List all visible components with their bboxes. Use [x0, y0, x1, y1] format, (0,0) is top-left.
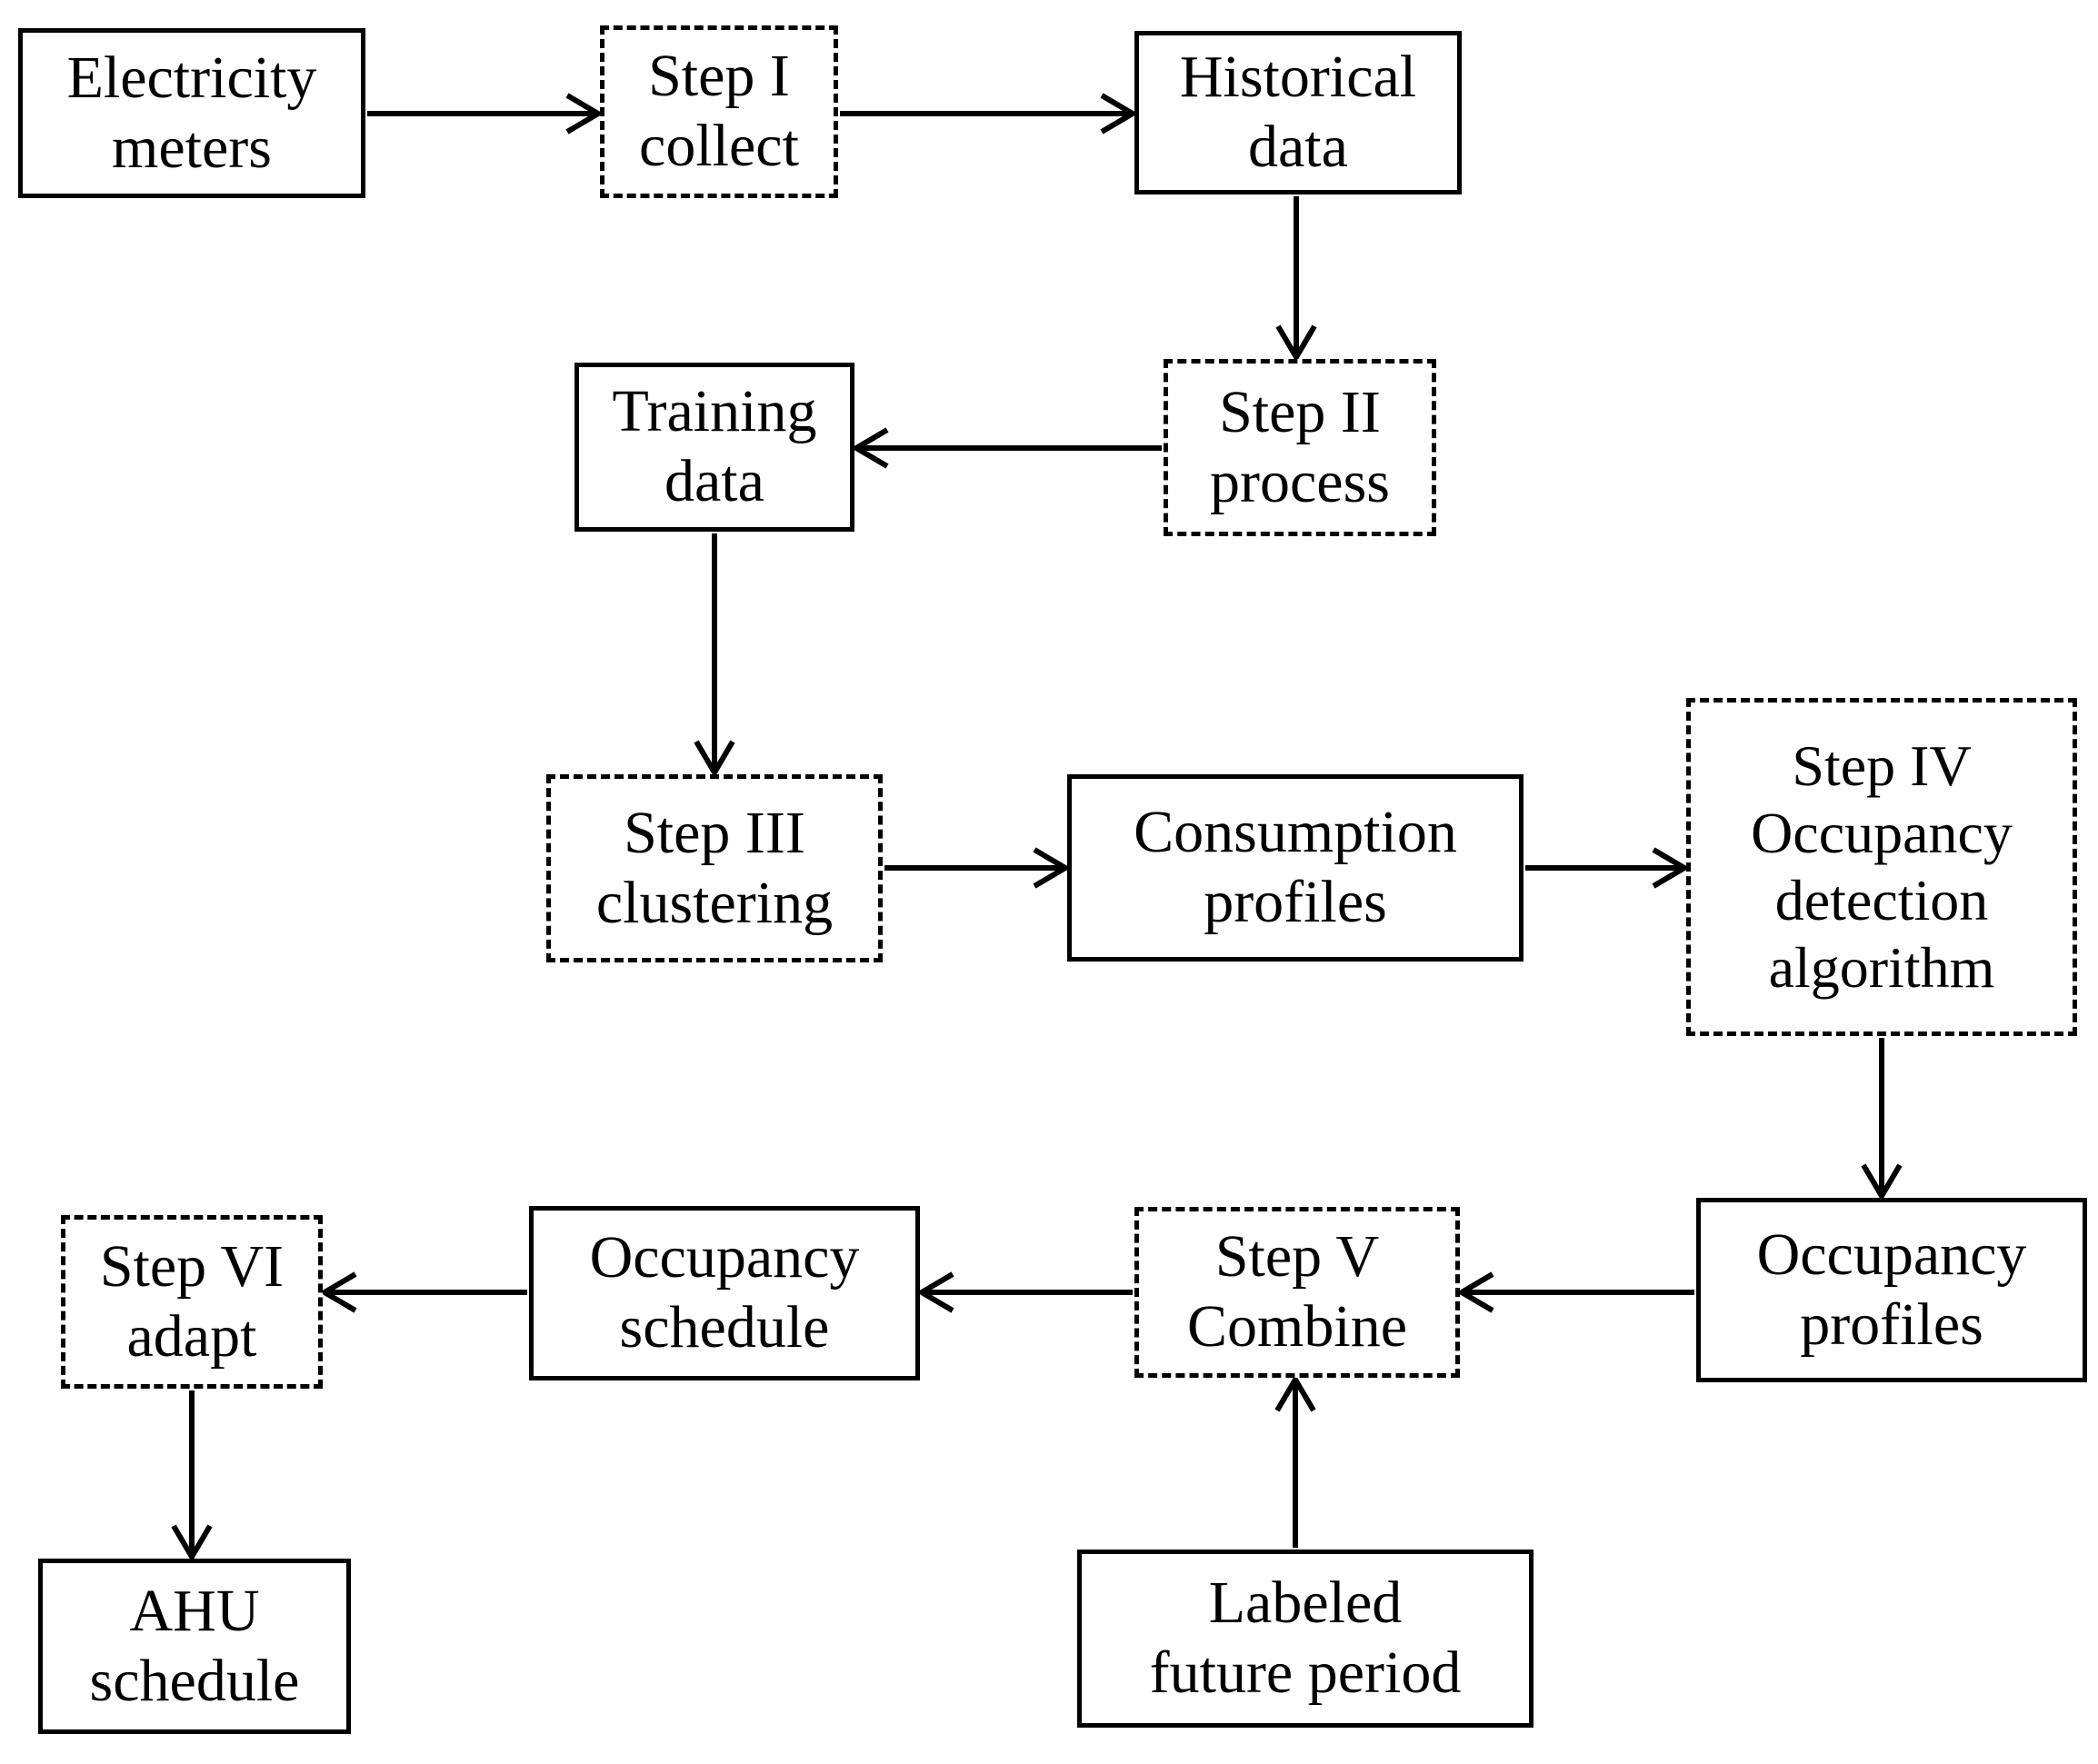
node-step-6-adapt[interactable]: Step VI adapt [61, 1215, 323, 1389]
node-step-4-occupancy-detection[interactable]: Step IV Occupancy detection algorithm [1686, 698, 2077, 1036]
node-label: Step V Combine [1187, 1223, 1407, 1360]
node-step-3-clustering[interactable]: Step III clustering [546, 774, 883, 962]
node-historical-data[interactable]: Historical data [1134, 31, 1462, 194]
node-occupancy-schedule[interactable]: Occupancy schedule [529, 1206, 920, 1380]
node-training-data[interactable]: Training data [574, 363, 854, 532]
node-occupancy-profiles[interactable]: Occupancy profiles [1696, 1198, 2087, 1382]
edge-arrowhead [1861, 1163, 1903, 1201]
node-label: Occupancy profiles [1756, 1221, 2027, 1358]
node-label: Electricity meters [66, 44, 317, 181]
edge-arrowhead [171, 1524, 213, 1562]
node-label: Labeled future period [1149, 1570, 1462, 1706]
edge-arrowhead [1652, 847, 1690, 889]
edge-arrowhead [1100, 93, 1138, 135]
node-electricity-meters[interactable]: Electricity meters [18, 28, 365, 198]
edge-arrowhead [694, 740, 735, 778]
node-label: Occupancy schedule [589, 1224, 860, 1360]
node-label: Historical data [1179, 44, 1417, 180]
node-label: Training data [612, 378, 817, 514]
edge-arrowhead [1456, 1271, 1494, 1313]
node-label: Consumption profiles [1134, 799, 1457, 935]
edge-arrowhead [565, 93, 604, 135]
node-label: Step VI adapt [99, 1232, 285, 1370]
edge-arrowhead [319, 1271, 357, 1313]
node-labeled-future-period[interactable]: Labeled future period [1077, 1550, 1534, 1728]
node-label: Step IV Occupancy detection algorithm [1751, 733, 2013, 1001]
node-label: Step II process [1210, 378, 1390, 515]
node-step-1-collect[interactable]: Step I collect [600, 25, 838, 198]
node-label: Step I collect [639, 43, 799, 179]
edge-arrowhead [1275, 324, 1317, 363]
edge-arrowhead [1033, 847, 1071, 889]
edge-arrowhead [1274, 1374, 1316, 1412]
node-step-2-process[interactable]: Step II process [1164, 359, 1436, 536]
node-ahu-schedule[interactable]: AHU schedule [38, 1559, 351, 1734]
node-consumption-profiles[interactable]: Consumption profiles [1067, 774, 1524, 962]
edge-arrowhead [851, 427, 889, 469]
edge-arrowhead [916, 1271, 954, 1313]
node-step-5-combine[interactable]: Step V Combine [1134, 1207, 1460, 1378]
node-label: AHU schedule [89, 1577, 300, 1714]
node-label: Step III clustering [595, 799, 834, 936]
